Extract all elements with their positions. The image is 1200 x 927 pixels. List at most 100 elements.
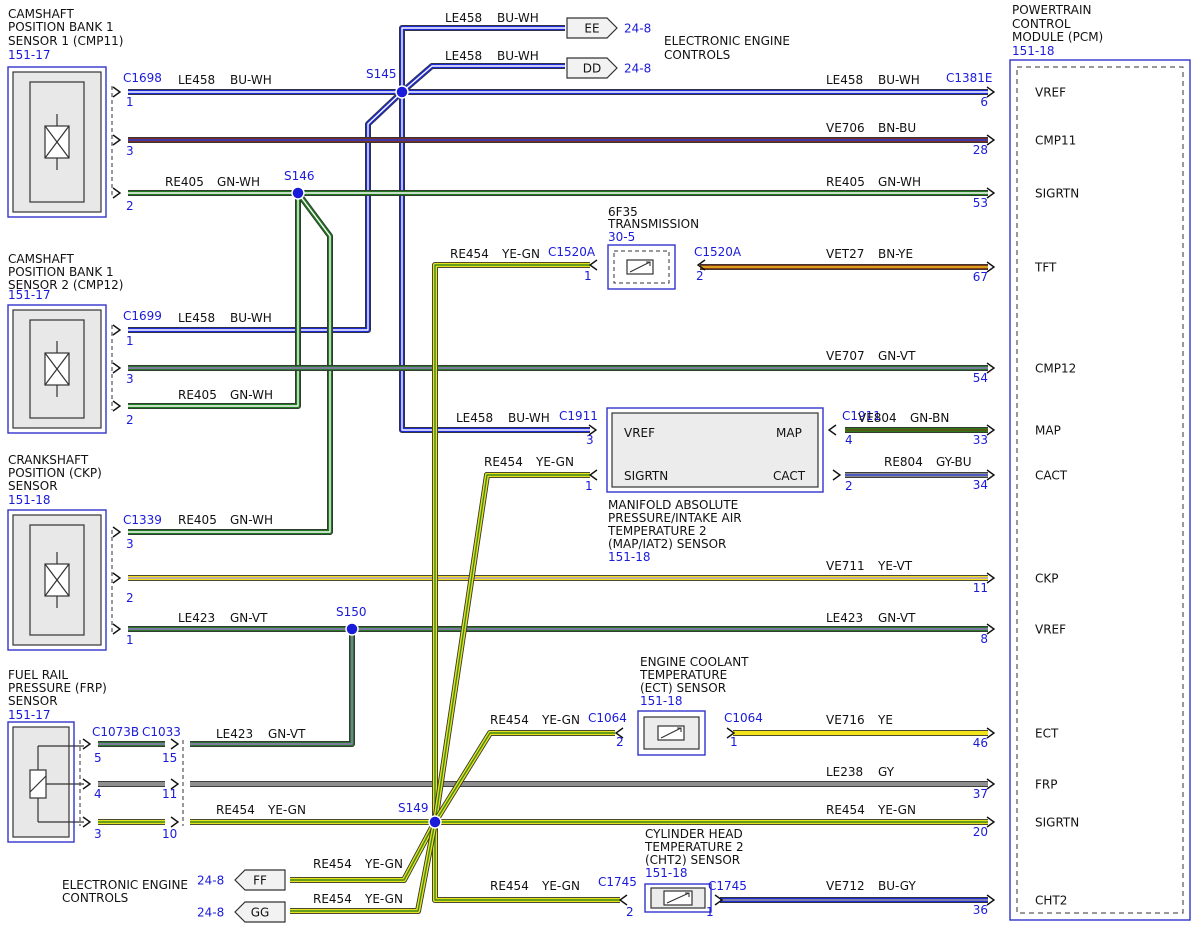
pcm-pin-name: FRP [1035, 778, 1057, 792]
pcm-pin-name: CMP12 [1035, 362, 1076, 376]
pin-number: 2 [126, 199, 134, 213]
pcm-pin-number: 34 [973, 478, 988, 492]
pin-number: 4 [94, 787, 102, 801]
wire-color-label: GN-WH [230, 513, 273, 527]
offpage-dd-ref: 24-8 [624, 62, 651, 76]
offpage-dd [566, 57, 618, 79]
pin-number: 3 [126, 537, 134, 551]
wire-color-label: GN-BN [910, 411, 949, 425]
connector-label: C1339 [123, 513, 162, 527]
pin-arrow [112, 526, 122, 538]
pin-number: 5 [94, 751, 102, 765]
wire-color-label: BU-WH [230, 73, 272, 87]
pin-number: 1 [126, 334, 134, 348]
wire-circuit-label: LE458 [178, 311, 215, 325]
pcm-pin-name: SIGRTN [1035, 187, 1079, 201]
pcm-ref: 151-18 [1012, 44, 1055, 58]
eec-bottom-title: ELECTRONIC ENGINE [62, 878, 188, 892]
wire-circuit-label: RE454 [490, 879, 529, 893]
wire-color-label: BU-GY [878, 879, 916, 893]
pin-arrow [986, 86, 996, 98]
connector-label: C1520A [694, 245, 742, 259]
wire-circuit-label: VET27 [826, 247, 864, 261]
connector-label: C1073B [92, 725, 139, 739]
wire-circuit-label: RE405 [178, 513, 217, 527]
pin-arrow [588, 469, 598, 481]
pin-arrow [827, 424, 837, 436]
wire-color-label: YE-GN [501, 247, 540, 261]
frp-title: FUEL RAIL [8, 668, 68, 682]
cmp12-title: POSITION BANK 1 [8, 265, 114, 279]
offpage-ee [566, 17, 618, 39]
pcm-pin-name: SIGRTN [1035, 816, 1079, 830]
cht-title: CYLINDER HEAD [645, 827, 743, 841]
wire-color-label: GY-BU [936, 455, 972, 469]
pin-arrow [986, 572, 996, 584]
wire-re454-ect [432, 730, 615, 824]
wire-circuit-label: RE405 [165, 175, 204, 189]
wire-color-label: GN-VT [268, 727, 306, 741]
pin-arrow [112, 86, 122, 98]
component-layer [7, 17, 1191, 923]
pcm-pin-number: 20 [973, 825, 988, 839]
ckp-title: CRANKSHAFT [8, 453, 89, 467]
frp-ref: 151-17 [8, 708, 51, 722]
wire-color-label: YE-GN [364, 857, 403, 871]
pcm-pin-number: 36 [973, 903, 988, 917]
pin-arrow [588, 259, 598, 271]
wire-circuit-label: LE458 [445, 11, 482, 25]
pin-number: 1 [585, 479, 593, 493]
pin-arrow [82, 778, 92, 790]
pin-arrow [986, 894, 996, 906]
wire-circuit-label: LE238 [826, 765, 863, 779]
wire-le458-map [399, 92, 590, 433]
frp-title: PRESSURE (FRP) [8, 681, 107, 695]
pcm-pin-number: 37 [973, 787, 988, 801]
wire-color-label: YE-GN [541, 713, 580, 727]
wire-circuit-label: RE454 [490, 713, 529, 727]
wire-color-label: GN-VT [878, 349, 916, 363]
wire-circuit-label: RE804 [884, 455, 923, 469]
map-pin-sigrtn: SIGRTN [624, 469, 668, 483]
wire-circuit-label: VE716 [826, 713, 865, 727]
wire-circuit-label: RE405 [178, 388, 217, 402]
pin-arrow [726, 727, 736, 739]
cmp11-title: CAMSHAFT [8, 7, 74, 21]
wire-color-label: GN-VT [230, 611, 268, 625]
connector-label: C1745 [708, 879, 747, 893]
wire-layer [98, 25, 988, 914]
cht-title: TEMPERATURE 2 [644, 840, 744, 854]
cht-ref: 151-18 [645, 866, 688, 880]
trans-ref: 30-5 [608, 230, 635, 244]
pin-arrow [986, 134, 996, 146]
map-title: PRESSURE/INTAKE AIR [608, 511, 742, 525]
pin-number: 3 [126, 372, 134, 386]
pin-arrow [696, 259, 706, 271]
cmp12-title: CAMSHAFT [8, 252, 74, 266]
trans-title: TRANSMISSION [607, 217, 699, 231]
pcm-title: POWERTRAIN [1012, 3, 1092, 17]
pin-number: 3 [126, 144, 134, 158]
pin-arrow [986, 727, 996, 739]
wire-color-label: GN-WH [217, 175, 260, 189]
wire-le458-ee [399, 25, 565, 92]
connector-label: C1064 [724, 711, 763, 725]
offpage-ff-label: FF [253, 874, 267, 888]
pin-number: 11 [162, 787, 177, 801]
map-iat2-sensor [606, 407, 824, 493]
eec-top-title: ELECTRONIC ENGINE [664, 34, 790, 48]
cmp11-ref: 151-17 [8, 48, 51, 62]
pcm-pin-name: CKP [1035, 572, 1058, 586]
offpage-ff-ref: 24-8 [197, 874, 224, 888]
pin-arrow [170, 816, 180, 828]
wire-re454-gg [290, 821, 438, 914]
wire-circuit-label: RE454 [826, 803, 865, 817]
pin-arrow [986, 778, 996, 790]
connector-label: C1745 [598, 875, 637, 889]
ect-title: ENGINE COOLANT [640, 655, 749, 669]
offpage-ee-ref: 24-8 [624, 22, 651, 36]
ect-title: TEMPERATURE [639, 668, 727, 682]
pcm-title: CONTROL [1012, 17, 1071, 31]
pin-arrow [986, 623, 996, 635]
pin-arrow [986, 469, 996, 481]
